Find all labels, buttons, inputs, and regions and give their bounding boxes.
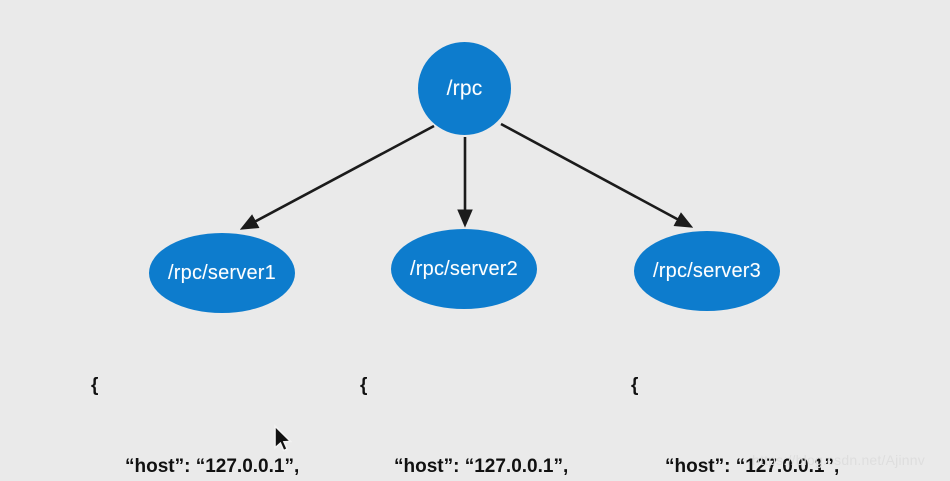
- json-open-brace: {: [91, 375, 99, 396]
- node-rpc-server1[interactable]: /rpc/server1: [149, 233, 295, 313]
- node-rpc-server2[interactable]: /rpc/server2: [391, 229, 537, 309]
- config-json-server3: { “host”: “127.0.0.1”, “port”: 8003 }: [631, 318, 839, 481]
- node-rpc-server3[interactable]: /rpc/server3: [634, 231, 780, 311]
- node-rpc-root[interactable]: /rpc: [418, 42, 511, 135]
- node-rpc-root-label: /rpc: [446, 76, 483, 100]
- watermark-text: https://blog.csdn.net/Ajinnv: [752, 452, 925, 468]
- json-open-brace: {: [360, 375, 368, 396]
- config-json-server2: { “host”: “127.0.0.1”, “port”: 8002 }: [360, 318, 568, 481]
- node-rpc-server2-label: /rpc/server2: [410, 257, 518, 280]
- edge-root-to-server1: [239, 124, 435, 230]
- edge-root-to-server3: [500, 122, 694, 228]
- node-rpc-server1-label: /rpc/server1: [168, 261, 276, 284]
- node-rpc-server3-label: /rpc/server3: [653, 259, 761, 282]
- config-json-server1: { “host”: “127.0.0.1”, “port”: 8001 }: [91, 318, 299, 481]
- json-open-brace: {: [631, 375, 639, 396]
- json-host-line: “host”: “127.0.0.1”,: [394, 456, 569, 477]
- json-host-line: “host”: “127.0.0.1”,: [125, 456, 300, 477]
- json-host-line: “host”: “127.0.0.1”,: [665, 456, 840, 477]
